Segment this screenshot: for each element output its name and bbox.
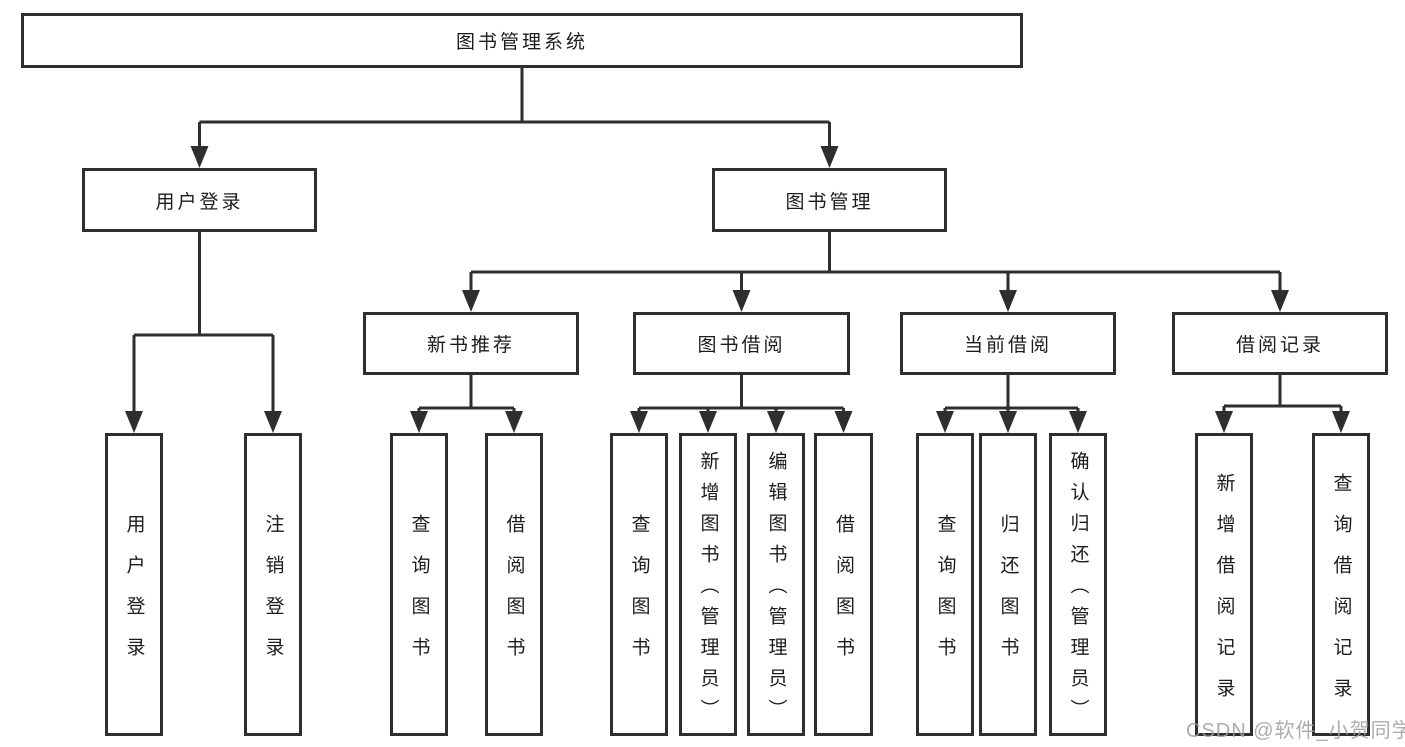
node-new-book-recommendation: 新书推荐 bbox=[363, 312, 579, 375]
leaf-label: 查询图书 bbox=[628, 513, 650, 678]
connector-current-borrow bbox=[943, 375, 1080, 413]
leaf-label: 查询图书 bbox=[408, 513, 430, 678]
node-borrowing-records: 借阅记录 bbox=[1172, 312, 1388, 375]
leaf-label: 用户登录 bbox=[123, 513, 145, 678]
leaf-borrow-books: 借阅图书 bbox=[814, 433, 873, 736]
leaf-label: 查询借阅记录 bbox=[1330, 472, 1352, 719]
node-book-management: 图书管理 bbox=[712, 168, 947, 232]
leaf-add-borrow-record: 新增借阅记录 bbox=[1195, 433, 1253, 736]
leaf-query-books-current: 查询图书 bbox=[916, 433, 974, 736]
csdn-watermark: CSDN @软件_小贺同学 bbox=[1186, 720, 1405, 742]
leaf-add-book-admin: 新增图书（管理员） bbox=[679, 433, 737, 736]
leaf-label: 借阅图书 bbox=[503, 513, 525, 678]
leaf-label: 注销登录 bbox=[262, 513, 284, 678]
connector-new-book bbox=[417, 375, 516, 413]
leaf-query-borrow-record: 查询借阅记录 bbox=[1312, 433, 1370, 736]
leaf-query-books-borrow: 查询图书 bbox=[610, 433, 668, 736]
leaf-label: 新增图书（管理员） bbox=[697, 451, 719, 730]
arrowheads bbox=[125, 146, 1350, 433]
node-label: 新书推荐 bbox=[426, 335, 515, 356]
node-label: 图书管理系统 bbox=[455, 32, 588, 53]
node-label: 借阅记录 bbox=[1235, 335, 1324, 356]
leaf-label: 确认归还（管理员） bbox=[1067, 451, 1089, 730]
connector-borrow-records bbox=[1222, 375, 1343, 413]
node-user-login: 用户登录 bbox=[82, 168, 317, 232]
leaf-user-login: 用户登录 bbox=[105, 433, 163, 736]
node-label: 用户登录 bbox=[155, 191, 244, 213]
node-label: 图书管理 bbox=[785, 191, 874, 213]
leaf-label: 新增借阅记录 bbox=[1213, 472, 1235, 719]
node-library-management-system: 图书管理系统 bbox=[21, 13, 1023, 68]
connector-root bbox=[198, 68, 831, 148]
node-label: 当前借阅 bbox=[963, 335, 1052, 356]
leaf-label: 归还图书 bbox=[997, 513, 1019, 678]
leaf-label: 编辑图书（管理员） bbox=[765, 451, 787, 730]
node-book-borrowing: 图书借阅 bbox=[633, 312, 850, 375]
node-current-borrowing: 当前借阅 bbox=[900, 312, 1116, 375]
leaf-logout: 注销登录 bbox=[244, 433, 302, 736]
connector-user-login bbox=[132, 232, 275, 413]
leaf-return-books: 归还图书 bbox=[979, 433, 1037, 736]
connector-book-borrow bbox=[637, 375, 845, 413]
node-label: 图书借阅 bbox=[697, 335, 786, 356]
leaf-label: 借阅图书 bbox=[833, 513, 854, 678]
leaf-label: 查询图书 bbox=[934, 513, 956, 678]
connector-book-management bbox=[469, 232, 1282, 292]
leaf-borrow-books-recommend: 借阅图书 bbox=[485, 433, 543, 736]
leaf-query-books-recommend: 查询图书 bbox=[390, 433, 448, 736]
leaf-confirm-return-admin: 确认归还（管理员） bbox=[1049, 433, 1107, 736]
leaf-edit-book-admin: 编辑图书（管理员） bbox=[747, 433, 805, 736]
